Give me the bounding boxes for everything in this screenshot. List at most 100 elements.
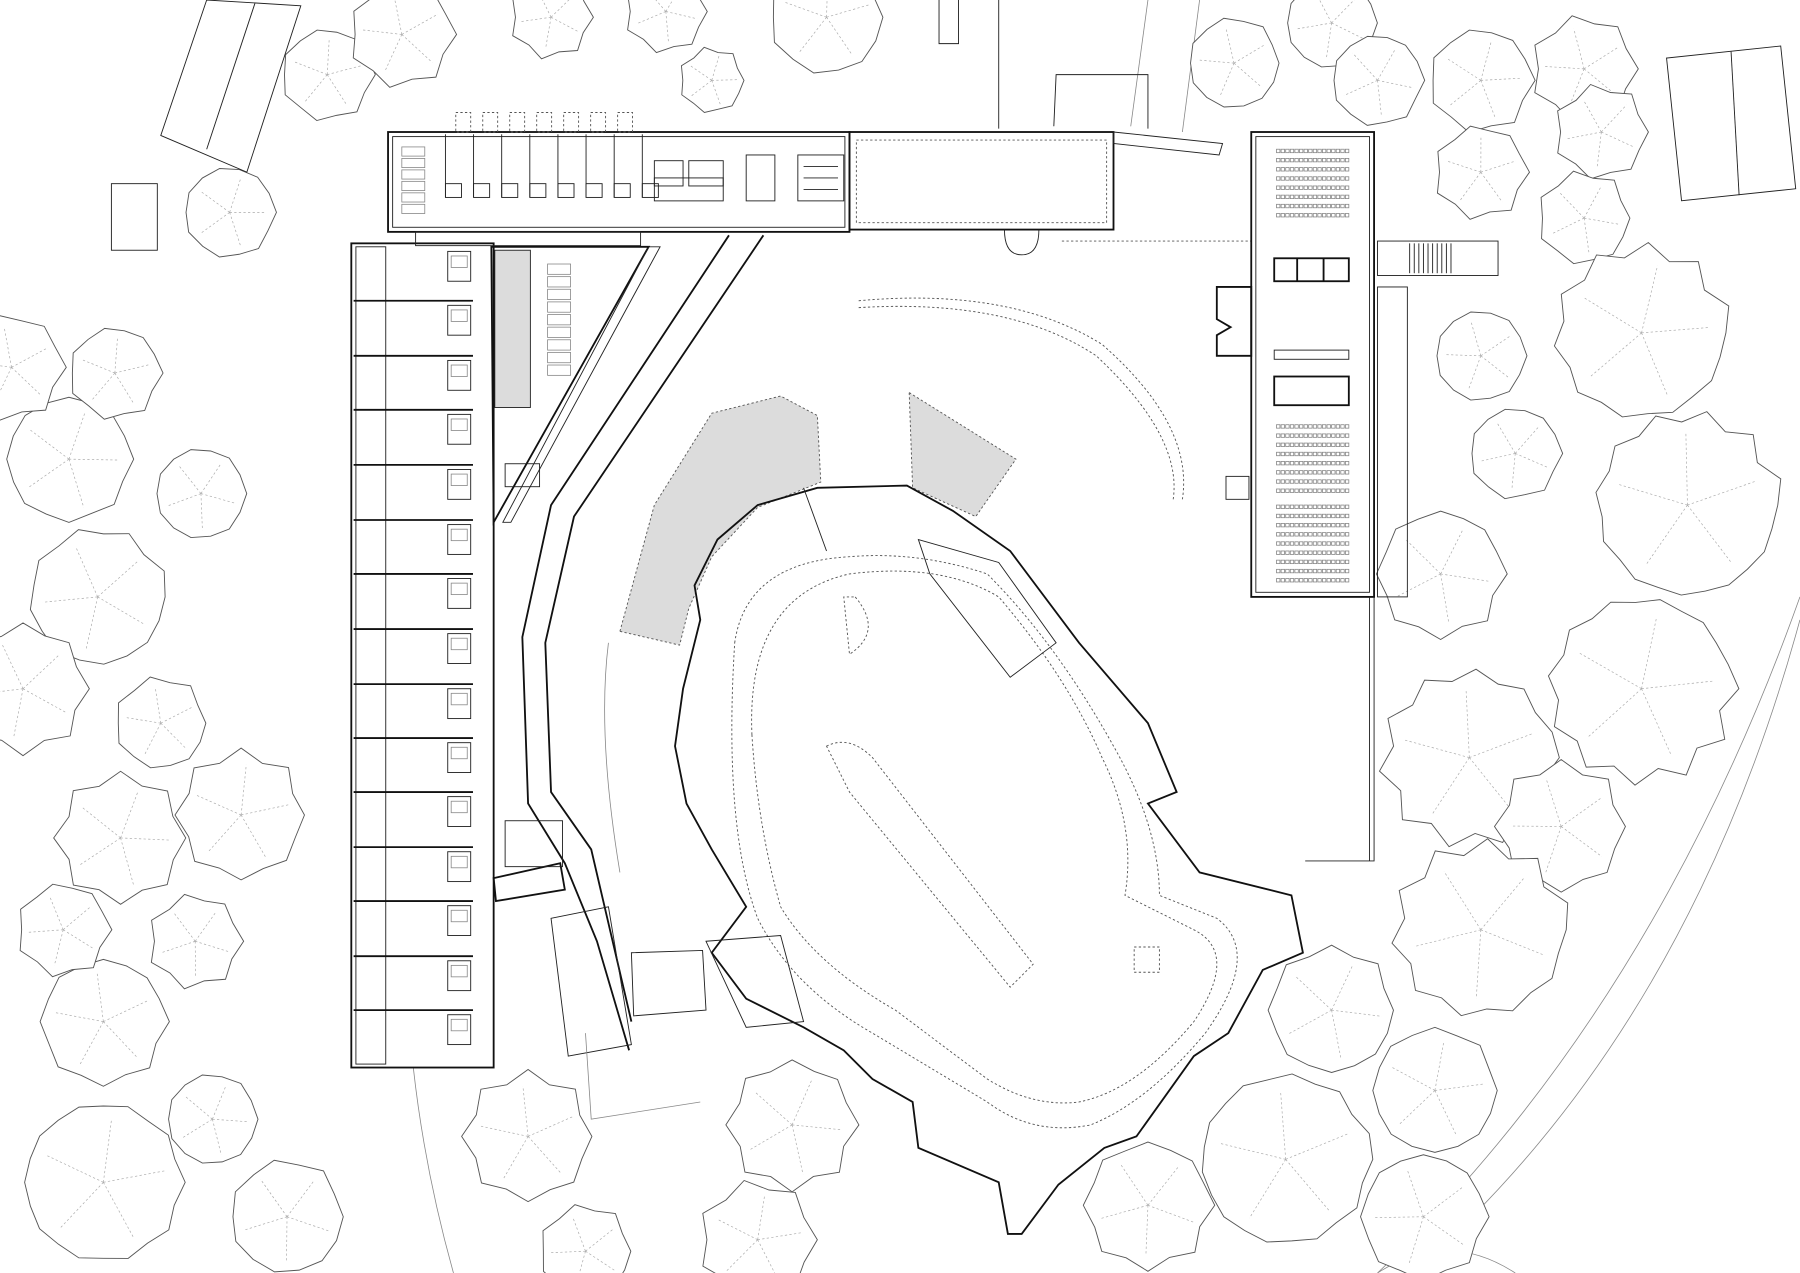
seat [1326, 504, 1331, 509]
seat [1331, 479, 1336, 484]
seat [1340, 470, 1345, 475]
tree-canopy-line [1586, 688, 1642, 739]
tree [185, 168, 277, 258]
seat [1344, 213, 1350, 218]
tree-canopy-line [1377, 48, 1396, 81]
seat [1312, 167, 1318, 172]
seat [1340, 578, 1345, 583]
tree-canopy-line [1225, 27, 1235, 64]
tree [150, 893, 245, 990]
seat [1344, 148, 1350, 154]
seat [1299, 167, 1304, 172]
seat [1312, 559, 1318, 565]
tree-canopy-line [68, 459, 85, 508]
tree-canopy-line [62, 905, 92, 931]
tree-canopy-line [1584, 217, 1621, 225]
seat [1322, 203, 1327, 209]
seat [1344, 176, 1350, 181]
seat [1280, 488, 1285, 493]
seat [1317, 479, 1322, 484]
tree-canopy-line [826, 17, 853, 56]
seat [1326, 523, 1331, 528]
tree-canopy-line [1343, 80, 1378, 96]
tree-canopy-line [114, 372, 135, 405]
bathtub [450, 473, 468, 486]
seat [1322, 461, 1327, 466]
seat [1331, 424, 1336, 429]
seat [1312, 568, 1318, 574]
seat [1312, 194, 1318, 199]
tree-canopy-line [177, 464, 202, 494]
bathroom [447, 578, 472, 609]
bed [401, 169, 426, 180]
tree-canopy-line [1583, 99, 1602, 133]
seat [1308, 523, 1313, 528]
seat [1299, 568, 1304, 574]
seat [1289, 504, 1295, 509]
tree [1375, 510, 1508, 641]
seat [1331, 433, 1336, 438]
seat [1335, 479, 1341, 484]
seat [1299, 523, 1304, 528]
tree-canopy-line [1480, 160, 1516, 173]
seat [1280, 148, 1285, 154]
seat [1276, 532, 1281, 537]
seat [1308, 167, 1313, 172]
seat [1276, 433, 1281, 438]
seat [1340, 176, 1345, 181]
seat [1331, 213, 1336, 218]
tree-canopy-line [665, 11, 698, 20]
seat [1326, 578, 1331, 583]
seat [1340, 424, 1345, 429]
seat [1285, 523, 1290, 528]
seat [1299, 176, 1304, 181]
seat [1344, 442, 1350, 447]
seat [1340, 158, 1345, 163]
seat [1285, 176, 1290, 181]
tree-canopy-line [120, 837, 172, 841]
seat [1299, 185, 1304, 190]
seat [1280, 578, 1285, 583]
bathroom [473, 183, 491, 198]
tree-canopy-line [1558, 191, 1585, 219]
tree-canopy-line [1550, 217, 1585, 235]
bathroom [447, 905, 472, 936]
west-wing [350, 231, 661, 1069]
tree-canopy-line [757, 1194, 766, 1240]
seat [1289, 194, 1295, 199]
seat [1344, 185, 1350, 190]
seat [1303, 532, 1308, 537]
seat [1312, 532, 1318, 537]
tree-canopy-line [548, 1250, 586, 1254]
seat [1294, 532, 1299, 537]
bed [401, 158, 426, 168]
tree-canopy-line [200, 493, 203, 531]
seat [1285, 541, 1290, 546]
tree-canopy-line [27, 458, 70, 489]
bathroom [447, 796, 472, 827]
seat [1344, 513, 1350, 519]
seat [1322, 541, 1327, 546]
balcony [617, 112, 634, 133]
tree-canopy-line [1480, 355, 1510, 379]
tree-canopy-line [303, 74, 328, 104]
seat [1308, 513, 1313, 519]
seat [1276, 559, 1281, 565]
tree-canopy-line [1480, 929, 1545, 956]
seat [1344, 433, 1350, 438]
tree-canopy-line [260, 1179, 288, 1217]
tree-canopy-line [579, 1251, 586, 1273]
seat [1303, 504, 1308, 509]
seat [1344, 194, 1350, 199]
seat [1285, 185, 1290, 190]
seat [1331, 504, 1336, 509]
seat [1344, 568, 1350, 574]
seat [1303, 167, 1308, 172]
seat [1289, 176, 1295, 181]
bathroom [447, 469, 472, 500]
seat [1294, 504, 1299, 509]
seat [1326, 203, 1331, 209]
tree-canopy-line [1145, 1205, 1149, 1256]
bathroom [447, 633, 472, 664]
tree-canopy-line [1545, 778, 1562, 827]
